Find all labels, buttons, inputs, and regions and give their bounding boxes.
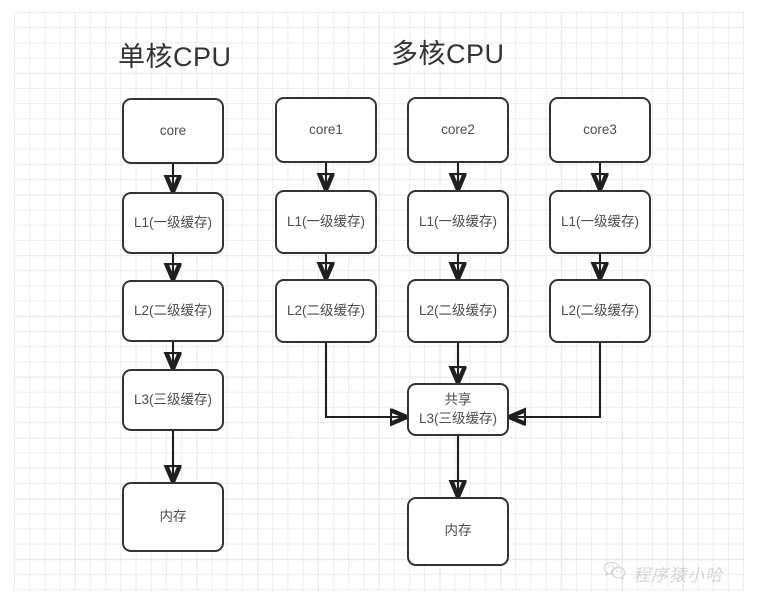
title-single-core: 单核CPU bbox=[118, 42, 232, 72]
node-single-l1[interactable]: L1(一级缓存) bbox=[122, 192, 224, 254]
node-core1-l1[interactable]: L1(一级缓存) bbox=[275, 190, 377, 254]
canvas-margin-right bbox=[744, 0, 763, 605]
watermark-text: 程序猿小哈 bbox=[633, 566, 723, 585]
node-single-l2[interactable]: L2(二级缓存) bbox=[122, 280, 224, 342]
node-single-core[interactable]: core bbox=[122, 98, 224, 164]
node-core1-l2[interactable]: L2(二级缓存) bbox=[275, 279, 377, 343]
node-shared-l3[interactable]: 共享 L3(三级缓存) bbox=[407, 383, 509, 436]
node-single-l3[interactable]: L3(三级缓存) bbox=[122, 369, 224, 431]
node-core1[interactable]: core1 bbox=[275, 97, 377, 163]
node-core3-l1[interactable]: L1(一级缓存) bbox=[549, 190, 651, 254]
node-single-memory[interactable]: 内存 bbox=[122, 482, 224, 552]
canvas-margin-top bbox=[0, 0, 763, 12]
node-core3[interactable]: core3 bbox=[549, 97, 651, 163]
node-core2-l1[interactable]: L1(一级缓存) bbox=[407, 190, 509, 254]
watermark: 程序猿小哈 bbox=[603, 561, 723, 586]
node-multi-memory[interactable]: 内存 bbox=[407, 497, 509, 566]
wechat-icon bbox=[603, 561, 626, 586]
edge-c1-l2-to-shared-l3 bbox=[324, 343, 405, 417]
node-core3-l2[interactable]: L2(二级缓存) bbox=[549, 279, 651, 343]
node-core2[interactable]: core2 bbox=[407, 97, 509, 163]
canvas-margin-left bbox=[0, 0, 14, 605]
canvas-margin-bottom bbox=[0, 591, 763, 605]
node-core2-l2[interactable]: L2(二级缓存) bbox=[407, 279, 509, 343]
edge-c3-l2-to-shared-l3 bbox=[511, 343, 602, 417]
title-multi-core: 多核CPU bbox=[391, 39, 505, 69]
